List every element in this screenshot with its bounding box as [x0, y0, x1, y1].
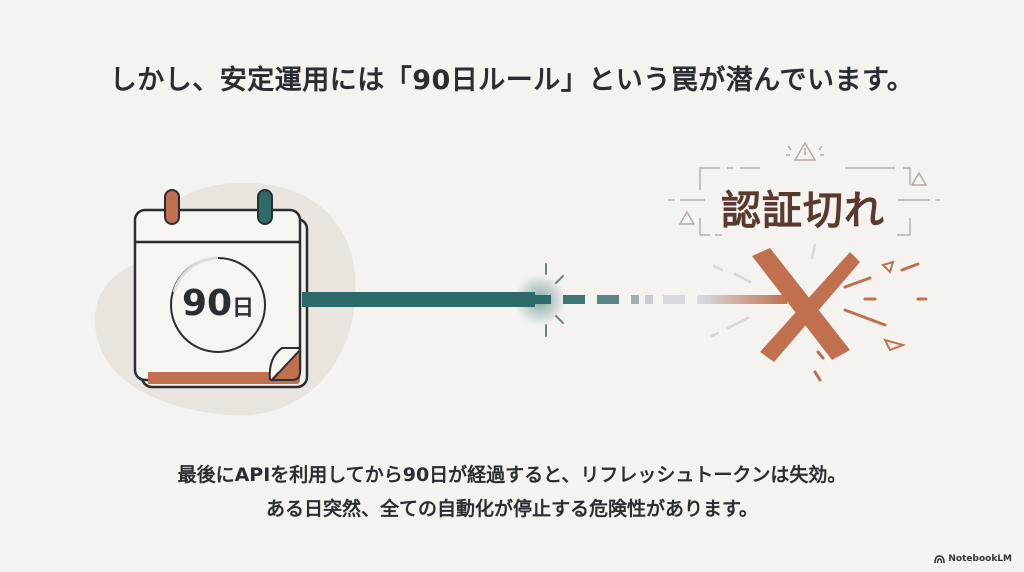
brand-watermark: NotebookLM [934, 554, 1012, 564]
calendar-days-label: 90日 [168, 283, 268, 324]
warning-frame [668, 167, 940, 236]
warning-triangle-icon [786, 141, 824, 161]
days-number: 90 [181, 283, 233, 324]
description-line-1: 最後にAPIを利用してから90日が経過すると、リフレッシュトークンは失効。 [177, 464, 847, 486]
description: 最後にAPIを利用してから90日が経過すると、リフレッシュトークンは失効。 ある… [0, 458, 1024, 526]
notebooklm-logo-icon [934, 554, 946, 563]
warning-triangle-icon [678, 210, 696, 225]
days-unit: 日 [232, 296, 255, 321]
warning-triangle-icon [910, 171, 928, 186]
broken-x-icon [710, 243, 928, 382]
calendar-icon [133, 189, 309, 389]
slide-title: しかし、安定運用には「90日ルール」という罠が潜んでいます。 [109, 65, 915, 96]
auth-expired-label: 認証切れ [721, 188, 885, 234]
connection-line [302, 263, 787, 337]
description-line-2: ある日突然、全ての自動化が停止する危険性があります。 [265, 498, 759, 520]
brand-label: NotebookLM [948, 554, 1012, 564]
